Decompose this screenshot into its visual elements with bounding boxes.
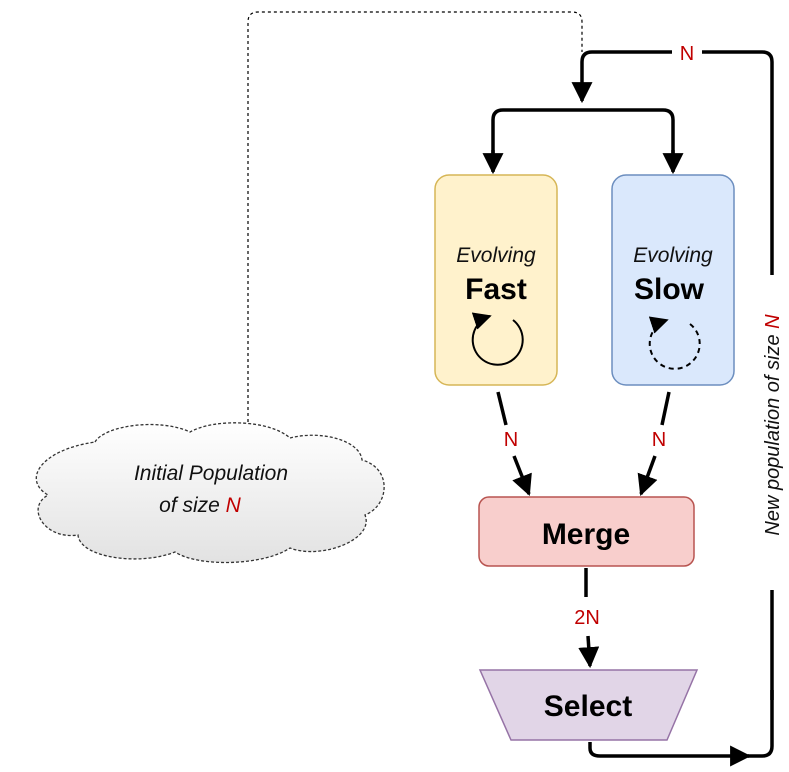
select-box: Select bbox=[478, 669, 699, 741]
select-label: Select bbox=[544, 690, 632, 723]
fast-to-merge-line-a bbox=[496, 391, 508, 426]
slow-subtitle: Evolving bbox=[633, 244, 713, 267]
fast-to-merge-label: N bbox=[504, 429, 518, 451]
initial-population-cloud: Initial Population of size N bbox=[35, 422, 385, 564]
top-loop-label: N bbox=[680, 43, 694, 65]
solid-cycle-icon bbox=[471, 312, 524, 366]
merge-box: Merge bbox=[478, 496, 695, 567]
feedback-label-text: New population of size bbox=[762, 329, 784, 536]
cloud-label-line2-text: of size bbox=[159, 494, 226, 517]
feedback-label: New population of size N bbox=[762, 314, 784, 536]
slow-title: Slow bbox=[634, 273, 705, 306]
slow-to-merge-line-a bbox=[660, 391, 671, 426]
cloud-label-line1: Initial Population bbox=[134, 462, 288, 485]
cloud-label-line2: of size N bbox=[159, 494, 242, 517]
fast-to-merge-line-b bbox=[512, 455, 532, 496]
top-label-bg bbox=[672, 38, 702, 66]
feedback-label-n-var: N bbox=[762, 314, 784, 329]
dashed-cycle-icon bbox=[648, 316, 701, 370]
fast-box: Evolving Fast bbox=[434, 174, 558, 386]
cloud-label-n-var: N bbox=[226, 494, 242, 517]
slow-box: Evolving Slow bbox=[611, 174, 735, 386]
feedback-bottom-line bbox=[588, 742, 752, 767]
feedback-corner-line bbox=[748, 690, 774, 758]
merge-label: Merge bbox=[542, 518, 630, 551]
merge-to-select-label: 2N bbox=[574, 607, 600, 629]
merge-to-select-line-b bbox=[578, 635, 600, 669]
feedback-label-bg bbox=[759, 275, 787, 590]
slow-to-merge-label: N bbox=[652, 429, 666, 451]
cloud-connector-line bbox=[247, 11, 583, 440]
fast-title: Fast bbox=[465, 273, 527, 306]
split-line bbox=[491, 108, 675, 171]
slow-to-merge-line-b bbox=[637, 455, 658, 496]
fast-subtitle: Evolving bbox=[456, 244, 536, 267]
